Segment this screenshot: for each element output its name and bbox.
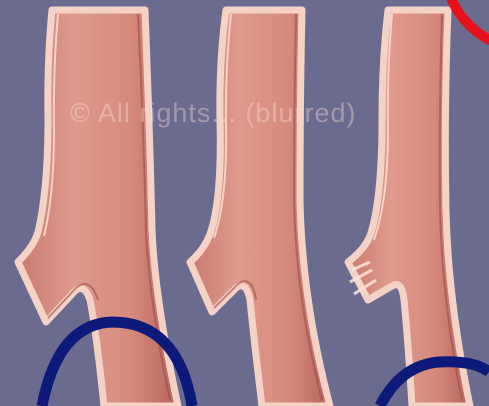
red-circle-annotation <box>452 0 489 40</box>
bifurcation-1 <box>18 10 178 406</box>
bifurcation-2 <box>190 10 330 406</box>
bifurcation-3 <box>348 10 470 406</box>
